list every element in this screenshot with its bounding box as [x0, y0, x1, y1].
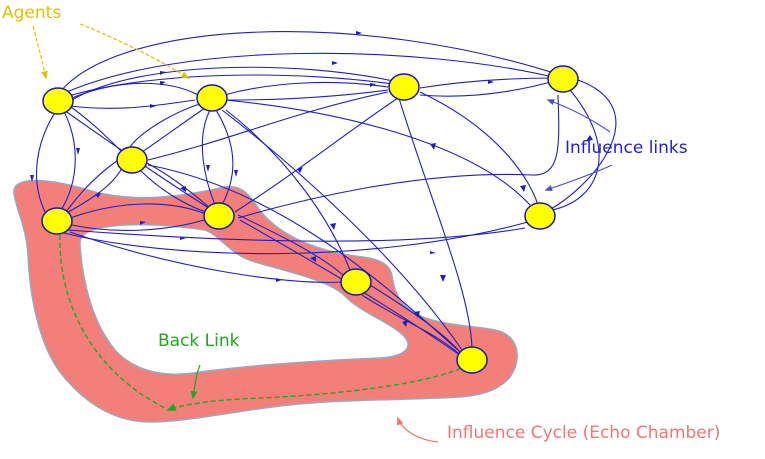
influence-link [36, 104, 61, 213]
link-arrowhead [180, 186, 186, 192]
agent-node [524, 202, 556, 230]
influence-link [551, 89, 600, 211]
influence-link [71, 219, 205, 231]
agent-node [196, 84, 228, 112]
link-arrowhead [402, 320, 408, 327]
agent-node [116, 146, 148, 174]
link-arrowhead [234, 170, 238, 177]
link-arrowheads [30, 31, 593, 327]
agents-label: Agents [2, 3, 61, 23]
influence-link [147, 91, 389, 161]
link-arrowhead [520, 185, 526, 192]
link-arrowhead [76, 148, 80, 155]
link-arrowhead [180, 237, 186, 240]
back-link-arrow [190, 364, 201, 400]
influence-link [71, 66, 399, 101]
influence-links-arrow-2 [544, 164, 613, 191]
link-arrowhead [310, 256, 316, 262]
influence-link [69, 203, 207, 219]
link-arrowhead [370, 83, 376, 87]
link-arrowhead [276, 278, 282, 282]
influence-link [127, 103, 201, 151]
link-arrowhead [30, 175, 34, 182]
link-arrowhead [95, 193, 101, 198]
agent-node [547, 65, 579, 93]
link-arrowhead [430, 251, 436, 254]
link-arrowhead [488, 80, 494, 84]
influence-link [397, 94, 473, 349]
influence-link [221, 109, 463, 351]
influence-links-label: Influence links [565, 138, 688, 158]
agent-node [203, 202, 235, 230]
link-arrowhead [430, 143, 436, 150]
annotation-arrows [32, 23, 613, 443]
link-arrowhead [160, 71, 166, 75]
agent-node [42, 87, 74, 115]
influence-link [224, 99, 531, 206]
influence-link [227, 89, 389, 101]
influence-links [36, 31, 617, 356]
link-arrowhead [206, 165, 210, 172]
agents-arrow-1 [32, 25, 48, 80]
influence-link [215, 109, 234, 206]
echo-chamber-region [13, 179, 518, 423]
influence-links-arrow-1 [546, 99, 611, 133]
agents-arrow-2 [79, 23, 190, 79]
influence-link [59, 52, 558, 96]
link-arrowhead [332, 61, 338, 65]
agent-node [456, 346, 488, 374]
link-arrowhead [150, 104, 156, 108]
link-arrowhead [356, 31, 362, 35]
agent-node [340, 268, 372, 296]
influence-link [201, 109, 216, 206]
influence-link [69, 231, 344, 283]
influence-link [59, 107, 76, 213]
link-arrowhead [297, 167, 303, 173]
influence-link [234, 97, 399, 213]
influence-link [419, 79, 559, 97]
influence-link [139, 169, 207, 213]
influence-link [59, 221, 529, 255]
influence-link [237, 94, 560, 219]
link-arrowhead [586, 135, 593, 141]
influence-link [369, 284, 461, 353]
influence-link [59, 31, 561, 93]
influence-link [141, 107, 206, 153]
influence-link [64, 167, 123, 215]
link-arrowhead [330, 223, 336, 230]
agents [41, 65, 579, 374]
back-link-label: Back Link [158, 331, 240, 351]
influence-link [225, 109, 351, 271]
link-arrowhead [140, 221, 146, 225]
link-arrowhead [160, 81, 166, 85]
link-arrowhead [414, 311, 420, 318]
influence-cycle-label: Influence Cycle (Echo Chamber) [447, 423, 720, 443]
influence-link [544, 79, 617, 213]
influence-link [237, 214, 344, 276]
back-link-path [166, 364, 469, 411]
cycle-arrow [396, 416, 439, 443]
back-link-path-2 [59, 234, 166, 409]
link-arrowhead [440, 275, 446, 282]
influence-link [63, 109, 213, 211]
agent-node [388, 73, 420, 101]
influence-link [69, 99, 196, 109]
influence-link [419, 91, 539, 206]
influence-link [65, 159, 119, 213]
agent-node [41, 207, 73, 235]
influence-link [419, 77, 557, 89]
